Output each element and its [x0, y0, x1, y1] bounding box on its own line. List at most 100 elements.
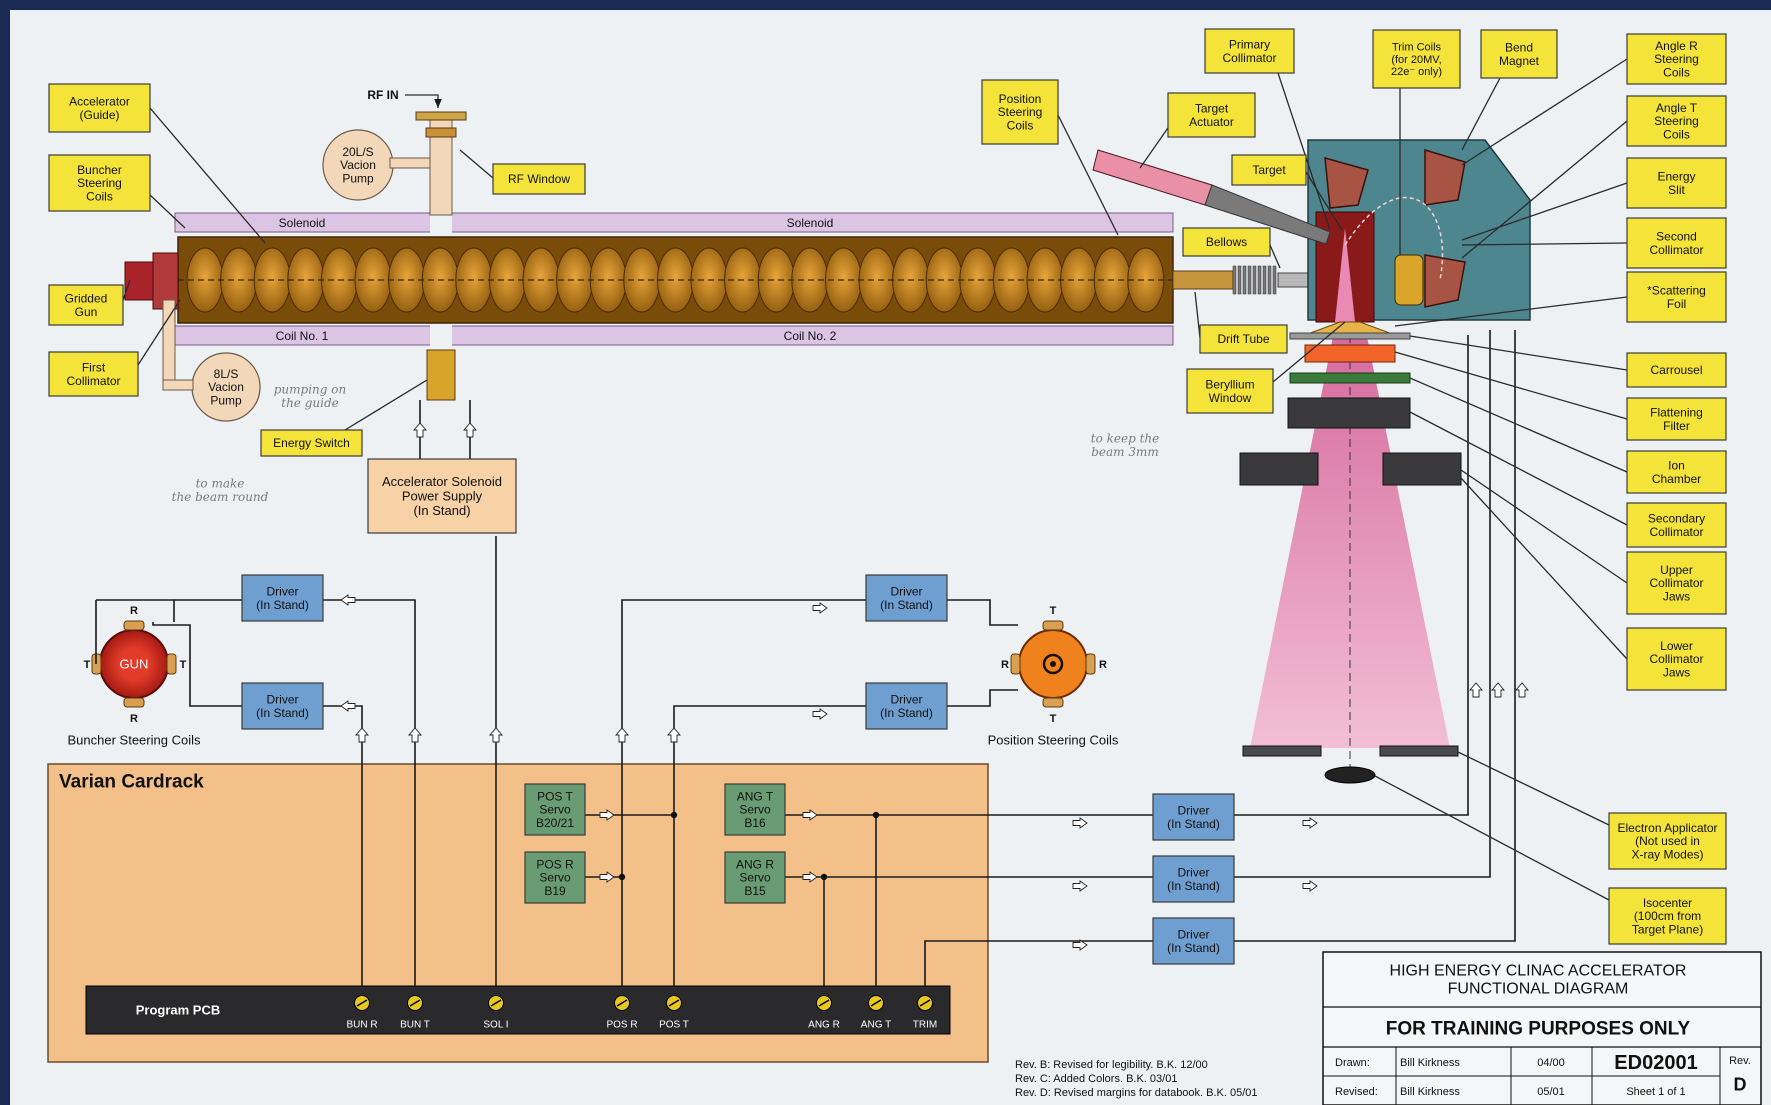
flow-arrow-up	[1492, 683, 1504, 697]
pos-coil-bottom	[1043, 698, 1063, 707]
bellows-segment	[1253, 266, 1256, 294]
solenoid-label-1: Solenoid	[279, 216, 326, 230]
flow-arrow-up	[414, 423, 426, 437]
pot-label-4: POS R	[606, 1020, 637, 1031]
flow-arrow-up	[356, 728, 368, 742]
flow-arrow-up	[409, 728, 421, 742]
flow-arrow-right	[1303, 818, 1317, 828]
upper-jaw-left	[1240, 453, 1318, 485]
secondary-collimator	[1288, 398, 1410, 428]
pos-t-bottom: T	[1050, 713, 1057, 725]
pot-label-1: BUN R	[346, 1020, 377, 1031]
tb-revised-by: Bill Kirkness	[1400, 1086, 1460, 1098]
pot-label-5: POS T	[659, 1020, 689, 1031]
carrousel	[1290, 333, 1410, 339]
vacion-pipe	[163, 300, 175, 380]
bellows-segment	[1243, 266, 1246, 294]
wire-driver3-coil	[947, 600, 1018, 625]
leader-electron-applicator	[1458, 752, 1609, 825]
flow-arrow-up	[668, 728, 680, 742]
bellows-segment	[1258, 266, 1261, 294]
flattening-filter	[1305, 345, 1395, 362]
callout-primary-collimator-label: PrimaryCollimator	[1222, 37, 1276, 64]
pos-r-right: R	[1099, 659, 1107, 671]
flow-arrow-up	[1470, 683, 1482, 697]
gun-r-bottom: R	[130, 713, 138, 725]
gun-t-right: T	[180, 659, 187, 671]
vacion-pump-20-pipe	[390, 158, 430, 168]
drift-tube	[1173, 271, 1233, 289]
cardrack-title: Varian Cardrack	[59, 772, 204, 793]
tb-rev: D	[1734, 1074, 1747, 1094]
position-coil-dot	[1050, 661, 1056, 667]
callout-right-4-label: SecondCollimator	[1649, 229, 1703, 256]
tb-drawn-label: Drawn:	[1335, 1057, 1370, 1069]
callout-beryllium-window-label: BerylliumWindow	[1205, 377, 1254, 404]
leader-bellows	[1270, 245, 1280, 268]
leader-right-7	[1395, 352, 1627, 419]
flow-arrow-left	[341, 595, 355, 605]
applicator-left	[1243, 746, 1321, 756]
bellows-segment	[1248, 266, 1251, 294]
flow-arrow-right	[813, 709, 827, 719]
bellows-segment	[1268, 266, 1271, 294]
applicator-right	[1380, 746, 1458, 756]
position-caption: Position Steering Coils	[988, 733, 1119, 748]
flow-arrow-right	[1073, 818, 1087, 828]
servo-1-label: POS TServoB20/21	[536, 789, 574, 830]
pot-label-3: SOL I	[483, 1020, 508, 1031]
leader-isocenter	[1375, 776, 1609, 900]
gun-t-left: T	[84, 659, 91, 671]
pot-label-8: TRIM	[913, 1020, 937, 1031]
isocenter-marker	[1325, 767, 1375, 783]
energy-switch	[427, 350, 455, 400]
pos-t-top: T	[1050, 605, 1057, 617]
callout-bellows-label: Bellows	[1206, 235, 1247, 249]
pos-coil-right	[1086, 654, 1095, 674]
energy-switch-callout-label: Energy Switch	[273, 436, 350, 450]
tb-drawn-by: Bill Kirkness	[1400, 1057, 1460, 1069]
gun-coil-bottom	[124, 698, 144, 707]
leader-right-10	[1461, 470, 1627, 583]
tb-sheet: Sheet 1 of 1	[1626, 1086, 1685, 1098]
rf-in-arrow	[405, 95, 438, 108]
rf-in-label: RF IN	[367, 88, 398, 102]
gun-coil-top	[124, 621, 144, 630]
rf-window-leader	[460, 150, 493, 178]
note-round: to makethe beam round	[172, 476, 269, 503]
callout-drift-tube-label: Drift Tube	[1217, 332, 1269, 346]
flow-arrow-up	[616, 728, 628, 742]
program-pcb-label: Program PCB	[136, 1003, 221, 1018]
tb-revision-3: Rev. D: Revised margins for databook. B.…	[1015, 1087, 1258, 1099]
tb-revised-label: Revised:	[1335, 1086, 1378, 1098]
gun-coil-right	[167, 654, 176, 674]
pot-label-2: BUN T	[400, 1020, 430, 1031]
tb-training: FOR TRAINING PURPOSES ONLY	[1386, 1019, 1691, 1040]
bellows-segment	[1233, 266, 1236, 294]
tb-drawn-date: 04/00	[1537, 1057, 1565, 1069]
callout-target-label: Target	[1252, 163, 1286, 177]
junction-dot	[873, 812, 879, 818]
pot-label-7: ANG T	[861, 1020, 891, 1031]
flow-arrow-right	[813, 603, 827, 613]
pos-coil-left	[1011, 654, 1020, 674]
leader-right-11	[1461, 478, 1627, 659]
pos-coil-top	[1043, 621, 1063, 630]
bellows-segment	[1238, 266, 1241, 294]
wire-driver4-coil	[947, 690, 1018, 706]
flow-arrow-right	[1073, 881, 1087, 891]
gun-label: GUN	[120, 657, 149, 672]
tb-rev-label: Rev.	[1729, 1055, 1751, 1067]
flow-arrow-up	[1516, 683, 1528, 697]
coil-label-1: Coil No. 1	[276, 329, 329, 343]
bellows-segment	[1263, 266, 1266, 294]
leader-drift-tube	[1195, 292, 1200, 338]
junction-dot	[821, 874, 827, 880]
solenoid-label-2: Solenoid	[787, 216, 834, 230]
tb-revised-date: 05/01	[1537, 1086, 1565, 1098]
flow-arrow-up	[490, 728, 502, 742]
